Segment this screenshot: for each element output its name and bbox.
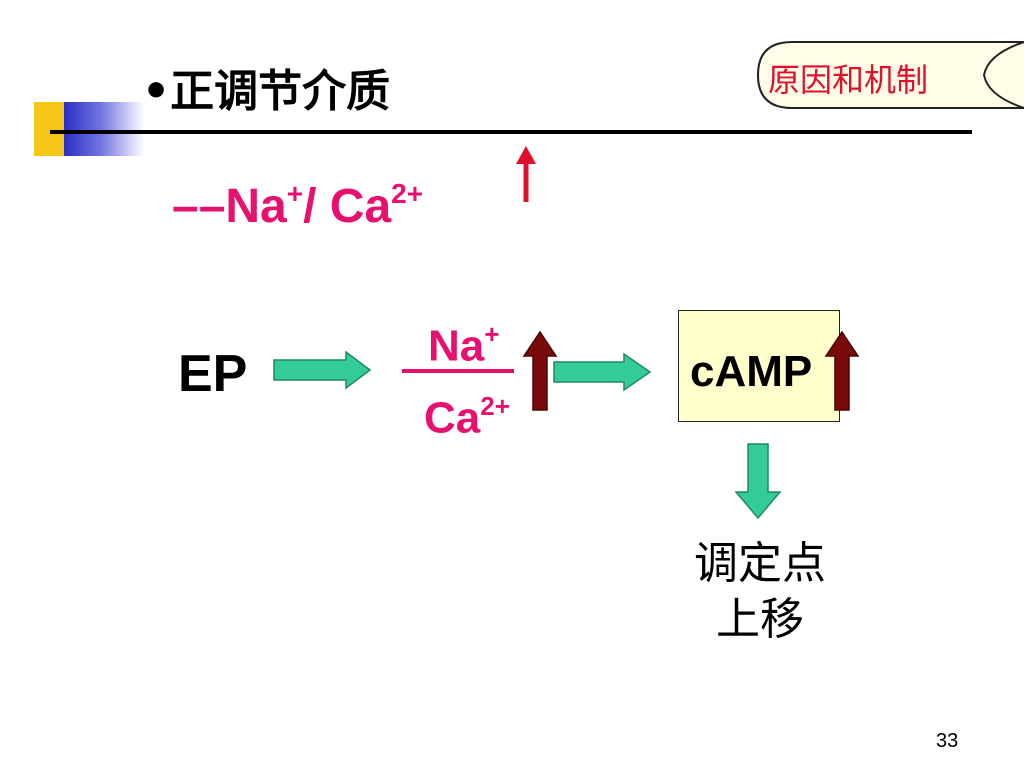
title-decoration-blue [64,102,144,156]
red-up-arrow-icon [516,146,536,202]
green-right-arrow-icon [553,352,652,392]
darkred-up-arrow-icon [824,330,860,411]
ion-na-label: Na+ [428,310,499,373]
source-label-ep: EP [178,345,248,403]
page-number: 33 [936,730,959,752]
badge-label: 原因和机制 [768,61,929,99]
title-bullet: • [142,66,171,117]
ion-na-symbol: Na [428,321,485,371]
result-line-2: 上移 [716,594,804,645]
darkred-up-arrow-icon [522,330,558,411]
subtitle-separator: / [303,180,330,233]
title-text: 正调节介质 [170,66,391,117]
slide-title: •正调节介质 [142,62,390,122]
ion-ca-label: Ca2+ [424,382,510,445]
ion-na-charge: + [484,319,500,349]
result-line-1: 调定点 [694,538,826,589]
green-right-arrow-icon [273,350,372,390]
title-underline [50,130,972,134]
camp-label: cAMP [690,347,813,396]
subtitle-ion2-charge: 2+ [391,178,424,209]
title-decoration-yellow [34,102,64,156]
green-down-arrow-icon [734,443,782,520]
badge-shape [756,41,1024,109]
subtitle-dashes: –– [172,180,226,233]
subtitle: ––Na+/ Ca2+ [172,164,423,239]
camp-box [678,310,840,422]
subtitle-ion1: Na [225,180,287,233]
subtitle-ion2: Ca [329,180,392,233]
ion-ca-symbol: Ca [424,393,481,443]
ion-ca-charge: 2+ [480,391,510,421]
ion-fraction-line [402,369,514,373]
subtitle-ion1-charge: + [286,178,304,209]
result-label: 调定点 上移 [682,536,838,648]
